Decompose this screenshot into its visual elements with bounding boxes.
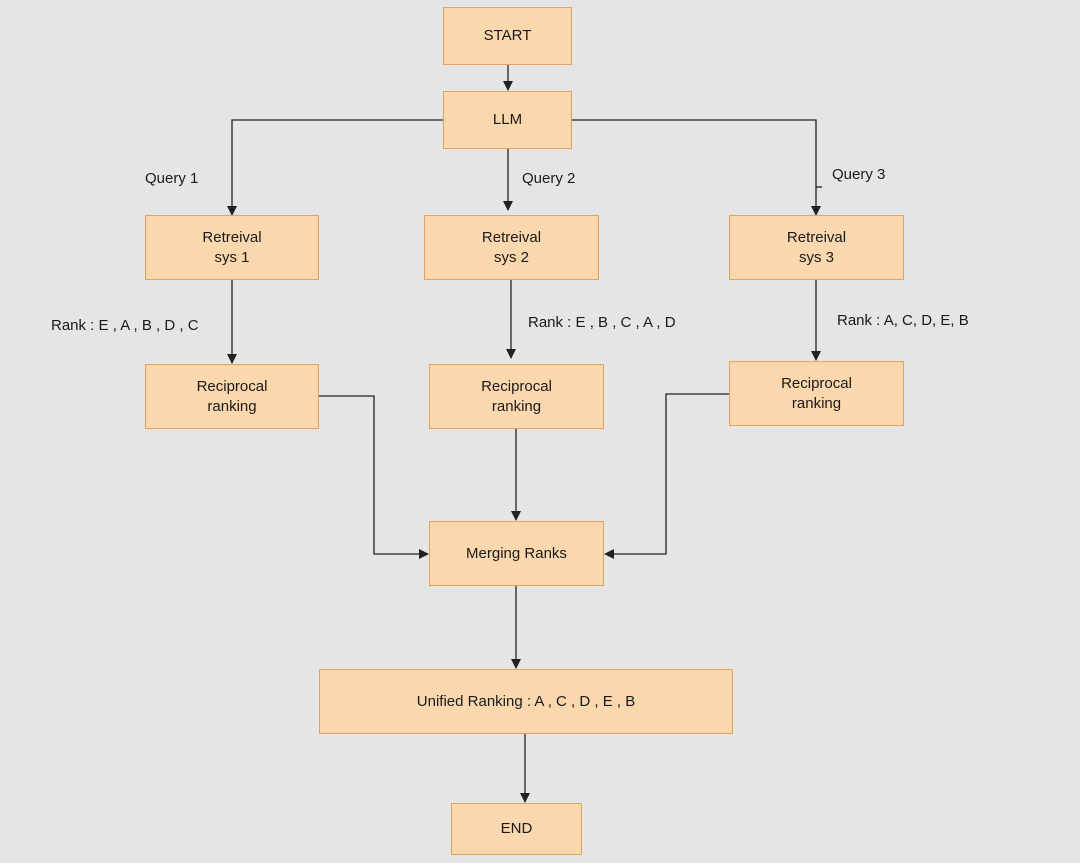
rank-2-label: Rank : E , B , C , A , D xyxy=(528,314,676,331)
rank-3-label: Rank : A, C, D, E, B xyxy=(837,312,969,329)
merging-ranks-node: Merging Ranks xyxy=(429,521,604,586)
query-3-label: Query 3 xyxy=(832,166,886,183)
end-node: END xyxy=(451,803,582,855)
edge-llm-to-retrieval-1 xyxy=(227,119,443,216)
llm-node: LLM xyxy=(443,91,572,149)
retrieval-system-1-node: Retreival sys 1 xyxy=(145,215,319,280)
edge-reciprocal-3-to-merging xyxy=(604,393,729,559)
reciprocal-ranking-2-node: Reciprocal ranking xyxy=(429,364,604,429)
rank-1-label: Rank : E , A , B , D , C xyxy=(51,317,199,334)
start-node: START xyxy=(443,7,572,65)
retrieval-system-3-node: Retreival sys 3 xyxy=(729,215,904,280)
retrieval-system-2-node: Retreival sys 2 xyxy=(424,215,599,280)
query-2-label: Query 2 xyxy=(522,170,576,187)
reciprocal-ranking-3-node: Reciprocal ranking xyxy=(729,361,904,426)
unified-ranking-node: Unified Ranking : A , C , D , E , B xyxy=(319,669,733,734)
query-1-label: Query 1 xyxy=(145,170,199,187)
reciprocal-ranking-1-node: Reciprocal ranking xyxy=(145,364,319,429)
edge-reciprocal-1-to-merging xyxy=(319,395,429,559)
edge-llm-to-retrieval-3 xyxy=(572,119,821,216)
